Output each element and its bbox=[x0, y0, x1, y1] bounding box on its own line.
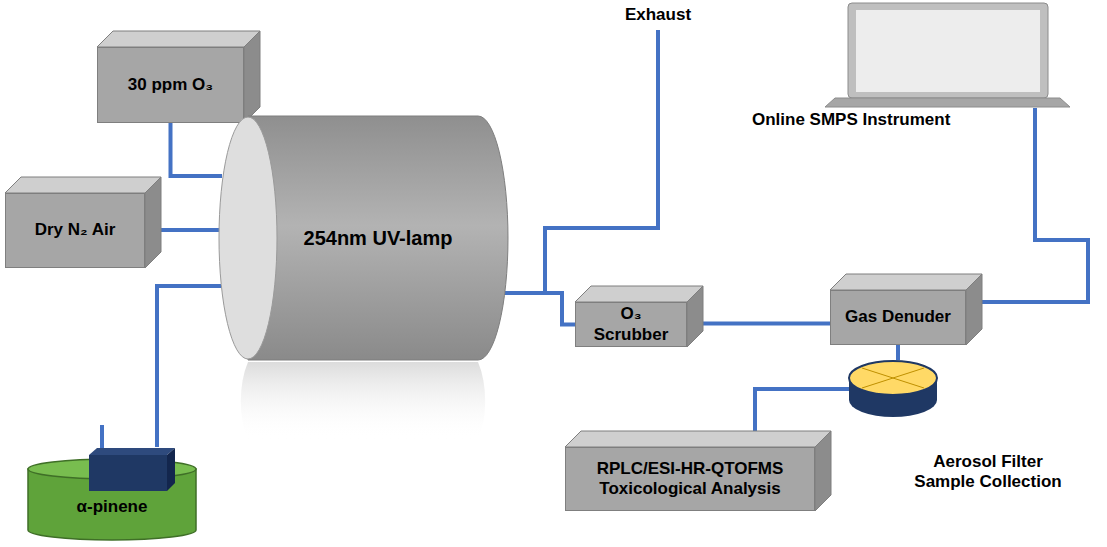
analysis-box: RPLC/ESI-HR-QTOFMS Toxicological Analysi… bbox=[565, 447, 815, 511]
nitrogen-source-box: Dry N₂ Air bbox=[5, 193, 145, 268]
filter-sample: Aerosol Filter Sample Collection bbox=[848, 360, 938, 418]
filter-disk bbox=[848, 360, 938, 418]
lamp-label: 254nm UV-lamp bbox=[304, 226, 453, 250]
laptop-icon bbox=[825, 3, 1070, 108]
computer-icon: Online SMPS Instrument bbox=[825, 3, 1070, 108]
denuder-box: Gas Denuder bbox=[830, 290, 966, 345]
connector-line bbox=[687, 322, 830, 326]
box-label: RPLC/ESI-HR-QTOFMS Toxicological Analysi… bbox=[574, 459, 806, 500]
ozone-source-box: 30 ppm O₃ bbox=[97, 47, 244, 123]
box-label: 30 ppm O₃ bbox=[128, 75, 213, 95]
connector-line bbox=[505, 293, 575, 325]
outlet-label: Exhaust bbox=[618, 5, 698, 25]
connector-line bbox=[157, 286, 221, 447]
box-label: O₃ Scrubber bbox=[584, 304, 678, 345]
filter-label: Aerosol Filter Sample Collection bbox=[908, 452, 1068, 492]
connector-line bbox=[896, 345, 900, 360]
lamp-reflection bbox=[241, 362, 485, 440]
pinene-inlet-line bbox=[100, 425, 104, 449]
box-label: Gas Denuder bbox=[845, 307, 951, 327]
pinene-label: α-pinene bbox=[27, 497, 197, 517]
connector-line bbox=[966, 108, 1088, 302]
exhaust-line bbox=[545, 30, 658, 293]
pinene-cylinder bbox=[27, 447, 197, 541]
connector-line bbox=[171, 123, 223, 176]
uv-lamp-reactor: 254nm UV-lamp bbox=[218, 116, 508, 360]
computer-label: Online SMPS Instrument bbox=[752, 110, 950, 130]
scrubber-box: O₃ Scrubber bbox=[575, 302, 687, 347]
pinene-reservoir: α-pinene bbox=[27, 447, 197, 541]
box-label: Dry N₂ Air bbox=[35, 220, 116, 240]
